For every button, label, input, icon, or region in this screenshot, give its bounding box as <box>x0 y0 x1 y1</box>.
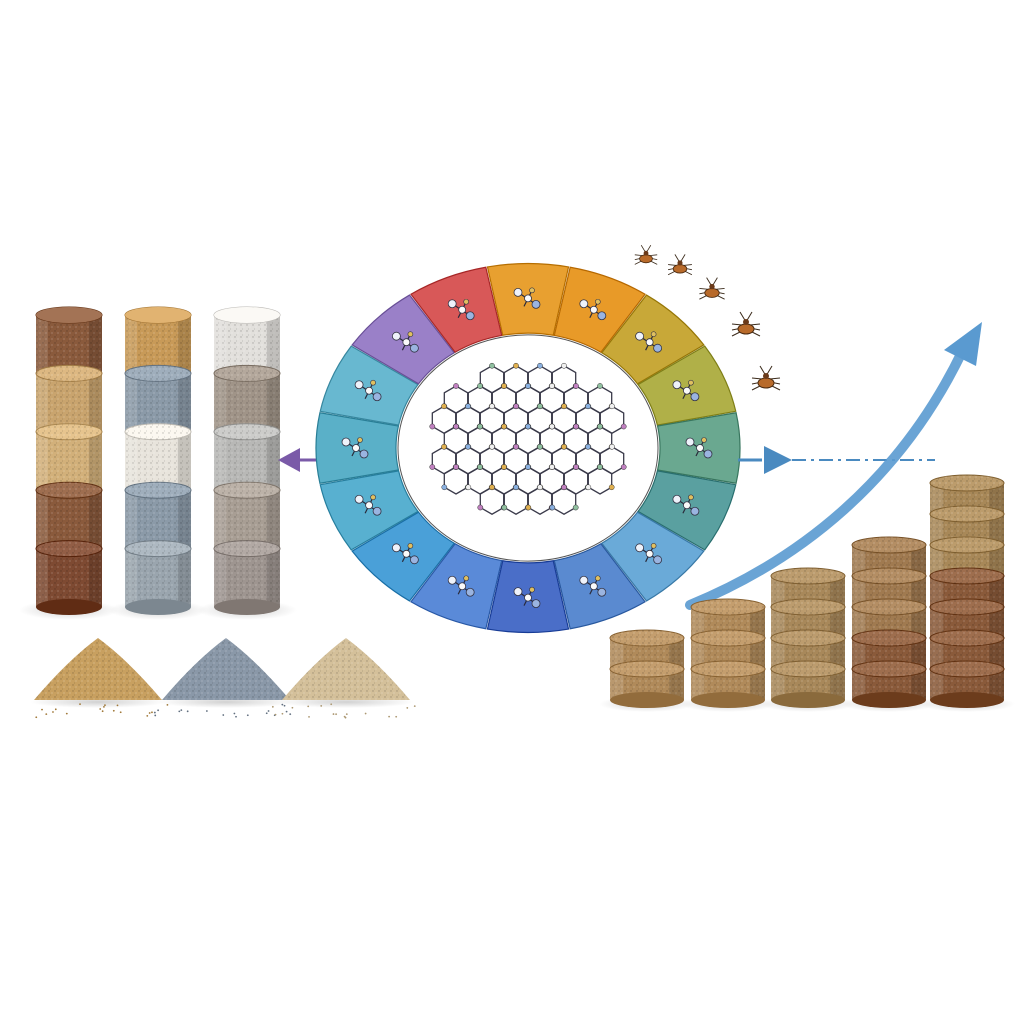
sand-pile-gray <box>154 638 294 718</box>
insect-icon <box>668 254 692 274</box>
insect-icon <box>699 278 724 300</box>
soil-column-pale-layer <box>214 541 280 615</box>
microbial-ring <box>316 264 740 633</box>
stack-4-tier <box>852 661 926 708</box>
left-arrow <box>278 448 318 472</box>
stack-5-tier <box>930 661 1004 708</box>
soil-column-pale-top <box>214 307 280 323</box>
stack-3-tier <box>771 661 845 708</box>
soil-column-brown-layer <box>36 541 102 615</box>
stack-1-tier <box>610 661 684 708</box>
soil-column-layered-layer <box>125 541 191 615</box>
ring-center <box>398 335 658 561</box>
left-soil-columns <box>19 307 297 620</box>
insect-icon <box>635 245 657 264</box>
sand-piles <box>30 638 416 719</box>
sand-pile-beige <box>272 638 416 719</box>
sand-pile-tan <box>30 638 168 718</box>
stack-2-tier <box>691 661 765 708</box>
soil-column-brown-top <box>36 307 102 323</box>
insect-icon <box>732 312 760 336</box>
soil-column-layered-top <box>125 307 191 323</box>
insect-icon <box>752 366 780 390</box>
